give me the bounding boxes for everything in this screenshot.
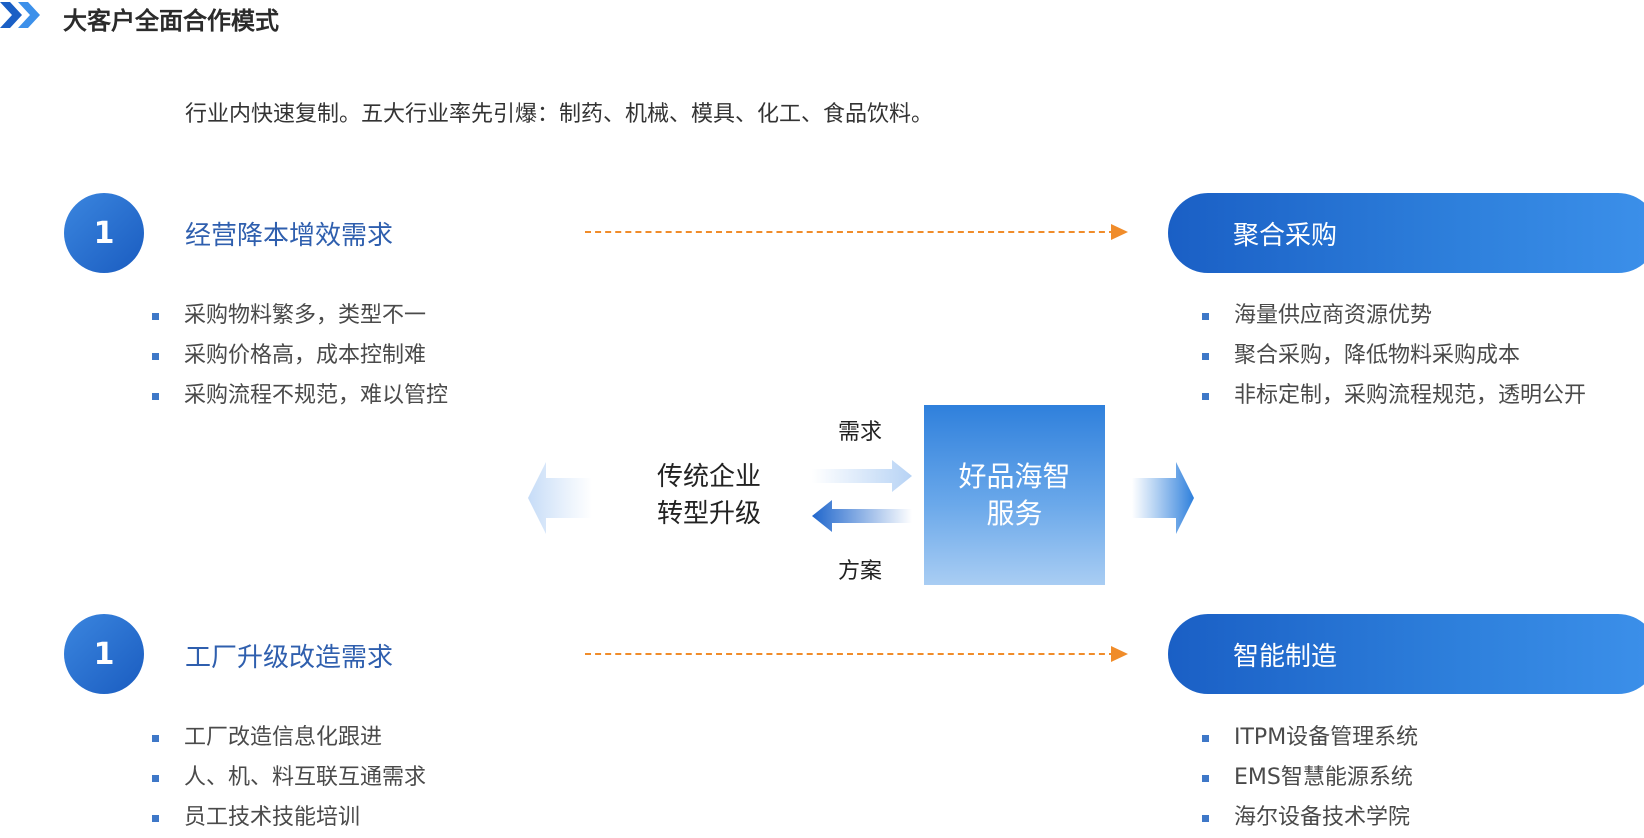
list-item: 非标定制，采购流程规范，透明公开 [1202, 376, 1586, 416]
demand-arrow-icon [812, 460, 912, 492]
need-list-cost: 采购物料繁多，类型不一 采购价格高，成本控制难 采购流程不规范，难以管控 [152, 296, 448, 416]
solution-list-procurement: 海量供应商资源优势 聚合采购，降低物料采购成本 非标定制，采购流程规范，透明公开 [1202, 296, 1586, 416]
list-item: ITPM设备管理系统 [1202, 718, 1418, 758]
solution-title: 智能制造 [1233, 641, 1338, 672]
list-item: 工厂改造信息化跟进 [152, 718, 426, 758]
bullet-square-icon [1202, 735, 1209, 742]
list-item: 采购物料繁多，类型不一 [152, 296, 448, 336]
list-item: 采购流程不规范，难以管控 [152, 376, 448, 416]
service-box: 好品海智 服务 [924, 405, 1105, 585]
arrow-right-icon [1111, 224, 1128, 240]
bullet-square-icon [1202, 393, 1209, 400]
dashed-connector [585, 231, 1115, 233]
solution-pill-manufacturing: 智能制造 [1168, 614, 1644, 694]
bullet-square-icon [1202, 775, 1209, 782]
arrow-right-icon [1111, 646, 1128, 662]
demand-label: 需求 [838, 420, 883, 445]
step-number-badge: 1 [64, 614, 144, 694]
bullet-square-icon [1202, 815, 1209, 822]
solution-arrow-icon [812, 500, 912, 532]
bullet-square-icon [152, 393, 159, 400]
list-item: 海量供应商资源优势 [1202, 296, 1586, 336]
bullet-square-icon [152, 815, 159, 822]
dashed-connector [585, 653, 1115, 655]
need-title-cost: 经营降本增效需求 [185, 221, 394, 251]
double-chevron-right-icon [0, 2, 40, 28]
solution-pill-procurement: 聚合采购 [1168, 193, 1644, 273]
arrow-right-icon [1132, 462, 1194, 534]
need-title-factory: 工厂升级改造需求 [185, 643, 394, 673]
bullet-square-icon [1202, 353, 1209, 360]
list-item: 采购价格高，成本控制难 [152, 336, 448, 376]
list-item: 聚合采购，降低物料采购成本 [1202, 336, 1586, 376]
list-item: 人、机、料互联互通需求 [152, 758, 426, 798]
solution-label: 方案 [838, 559, 883, 584]
bullet-square-icon [152, 313, 159, 320]
solution-list-manufacturing: ITPM设备管理系统 EMS智慧能源系统 海尔设备技术学院 [1202, 718, 1418, 838]
list-item: EMS智慧能源系统 [1202, 758, 1418, 798]
list-item: 海尔设备技术学院 [1202, 798, 1418, 838]
page-title: 大客户全面合作模式 [63, 7, 279, 35]
bullet-square-icon [152, 735, 159, 742]
bullet-square-icon [1202, 313, 1209, 320]
step-number-badge: 1 [64, 193, 144, 273]
list-item: 员工技术技能培训 [152, 798, 426, 838]
need-list-factory: 工厂改造信息化跟进 人、机、料互联互通需求 员工技术技能培训 [152, 718, 426, 838]
arrow-left-icon [528, 462, 592, 534]
solution-title: 聚合采购 [1233, 220, 1338, 251]
enterprise-label: 传统企业 转型升级 [656, 462, 761, 529]
bullet-square-icon [152, 775, 159, 782]
page-subtitle: 行业内快速复制。五大行业率先引爆：制药、机械、模具、化工、食品饮料。 [185, 102, 934, 127]
bullet-square-icon [152, 353, 159, 360]
